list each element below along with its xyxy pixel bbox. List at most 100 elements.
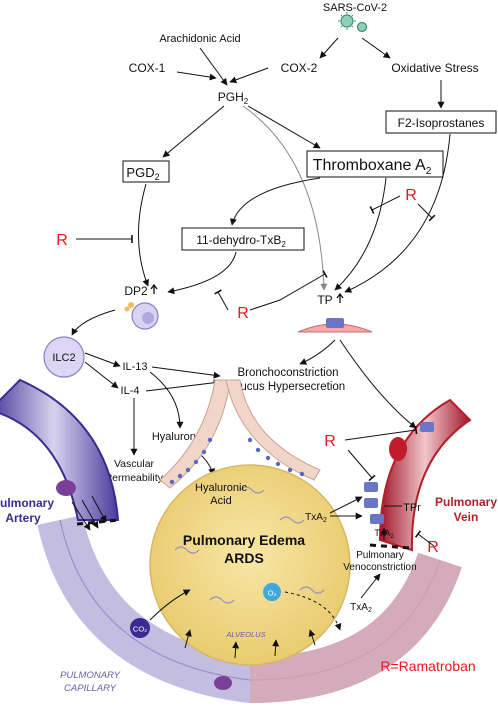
pgd2-label: PGD: [126, 165, 154, 180]
pulmonary-edema-label: Pulmonary Edema: [183, 532, 305, 548]
arrow-tp-vein: [339, 339, 417, 429]
arrow-tp-broncho: [299, 339, 336, 365]
arrow-cox1: [176, 71, 217, 81]
arrow-txa2-dehydro: [229, 177, 321, 226]
arrow-dp2-ilc2: [71, 309, 116, 336]
thromboxane-a2-sub: 2: [426, 166, 432, 177]
thromboxane-a2-node: Thromboxane A2: [313, 157, 432, 177]
sars-cov2-label: SARS-CoV-2: [323, 2, 387, 14]
acid-label: Acid: [210, 495, 231, 507]
venoconstriction-label-2: Venoconstriction: [343, 562, 416, 573]
arrow-ilc2-il13: [84, 352, 121, 368]
up-arrow-icon: [150, 283, 158, 294]
o2-molecule: O₂: [263, 583, 281, 601]
arachidonic-acid-label: Arachidonic Acid: [159, 33, 240, 45]
inhibit-r1-a: [369, 195, 401, 214]
ramatroban-r-5: R: [427, 539, 439, 556]
arrow-cox2: [229, 67, 269, 84]
inhibit-dp2-b: [214, 289, 229, 311]
il4-label: IL-4: [121, 385, 140, 397]
ramatroban-r-3: R: [237, 305, 249, 322]
txa2-vein-sub: 2: [323, 517, 327, 524]
ramatroban-r-2: R: [56, 232, 68, 249]
bronchiole-wall-right: [225, 379, 321, 481]
o2-label: O₂: [268, 589, 277, 598]
tp-receptor-icon: [364, 422, 434, 524]
mucus-hypersecretion-label: Mucus Hypersecretion: [231, 381, 345, 393]
thromboxane-a2-label: Thromboxane A: [313, 157, 426, 174]
inhibit-r1-b: [417, 203, 436, 222]
ramatroban-r-1: R: [405, 187, 417, 204]
ramatroban-legend: R=Ramatroban: [380, 658, 475, 674]
pulmonary-artery-label-2: Artery: [5, 511, 41, 525]
cox1-label: COX-1: [129, 61, 166, 75]
cox2-label: COX-2: [281, 61, 318, 75]
pulmonary-capillary-label-1: PULMONARY: [60, 670, 120, 681]
arrow-il13-hyaluronan: [149, 371, 184, 429]
oxidative-stress-label: Oxidative Stress: [391, 61, 478, 75]
dp2-label: DP2: [124, 284, 148, 298]
dehydro-txb2-node: 11-dehydro-TxB2: [196, 233, 286, 249]
pgd2-box: [122, 160, 170, 183]
ilc2-cell: ILC2: [43, 336, 85, 378]
hyaluronic-label: Hyaluronic: [195, 482, 247, 494]
pulmonary-vein-label-2: Vein: [454, 510, 479, 524]
arrow-arachidonic: [199, 47, 228, 86]
arrow-ilc2-il4: [84, 361, 119, 389]
co2-molecule: CO₂: [130, 618, 150, 638]
txa2-inner-sub: 2: [390, 534, 394, 540]
txa2-bottom-label: TxA: [350, 602, 368, 613]
il13-label: IL-13: [122, 361, 147, 373]
txa2-bottom-sub: 2: [368, 607, 372, 614]
venoconstriction-label-1: Pulmonary: [356, 550, 404, 561]
permeability-label: Permeability: [105, 472, 164, 484]
arrow-pgd2-dp2: [137, 183, 149, 287]
dehydro-txb2-sub: 2: [281, 240, 286, 249]
pulmonary-vein: [378, 398, 472, 552]
arrow-pgh2-txa2: [247, 105, 321, 149]
ramatroban-r-4: R: [324, 433, 336, 450]
vascular-label: Vascular: [114, 458, 155, 470]
ilc2-label: ILC2: [52, 352, 75, 364]
inhibit-tp: [249, 270, 328, 311]
up-arrow-icon: [336, 292, 344, 303]
bronchiole-wall-left: [159, 379, 231, 489]
f2-isoprostanes-label: F2-Isoprostanes: [398, 116, 485, 130]
txa2-vein-label: TxA: [305, 512, 323, 523]
arrow-pgh2-tp: [242, 105, 328, 291]
pgh2-sub: 2: [244, 97, 249, 106]
thromboxane-a2-box: [306, 150, 444, 178]
alveolus-label: ALVEOLUS: [225, 630, 265, 639]
arrow-pgh2-pgd2: [162, 105, 225, 158]
txa2-bottom-node: TxA2: [350, 602, 372, 614]
f2-isoprostanes-box: [385, 110, 497, 134]
red-blood-cell-icon: [214, 676, 232, 690]
arrow-dehydro-dp2: [167, 251, 237, 295]
pulmonary-vein-label-1: Pulmonary: [435, 495, 497, 509]
pgh2-label: PGH: [218, 90, 244, 104]
o2-arrow: [284, 591, 342, 631]
pulmonary-artery: [0, 378, 120, 521]
svg-text:PGH2: PGH2: [218, 90, 249, 106]
txa2-inner-label: TxA: [374, 528, 390, 538]
pulmonary-artery-label-1: Pulmonary: [0, 496, 54, 510]
tp-label: TP: [317, 293, 332, 307]
red-blood-cell-icon: [56, 480, 76, 496]
arrow-f2-tp: [344, 133, 451, 293]
txa2-vein-node: TxA2: [305, 512, 327, 524]
capillary-venous: [249, 552, 462, 703]
red-blood-cell-icon: [389, 437, 407, 461]
dehydro-txb2-label: 11-dehydro-TxB: [196, 233, 281, 247]
bronchoconstriction-label: Bronchoconstriction: [238, 367, 339, 379]
dehydro-txb2-box: [181, 227, 305, 251]
arrow-il4-broncho: [145, 379, 221, 392]
tp-cell-icon: [297, 318, 373, 333]
dp2-cell-icon: [124, 302, 159, 330]
arrow-sars-cox2: [319, 37, 339, 59]
pgh2-node: PGH2: [218, 90, 249, 106]
co2-arrow: [149, 589, 191, 621]
arrow-txa2-tp: [334, 177, 387, 291]
pgd2-node: PGD2: [126, 165, 159, 182]
pulmonary-capillary-label-2: CAPILLARY: [64, 683, 117, 694]
